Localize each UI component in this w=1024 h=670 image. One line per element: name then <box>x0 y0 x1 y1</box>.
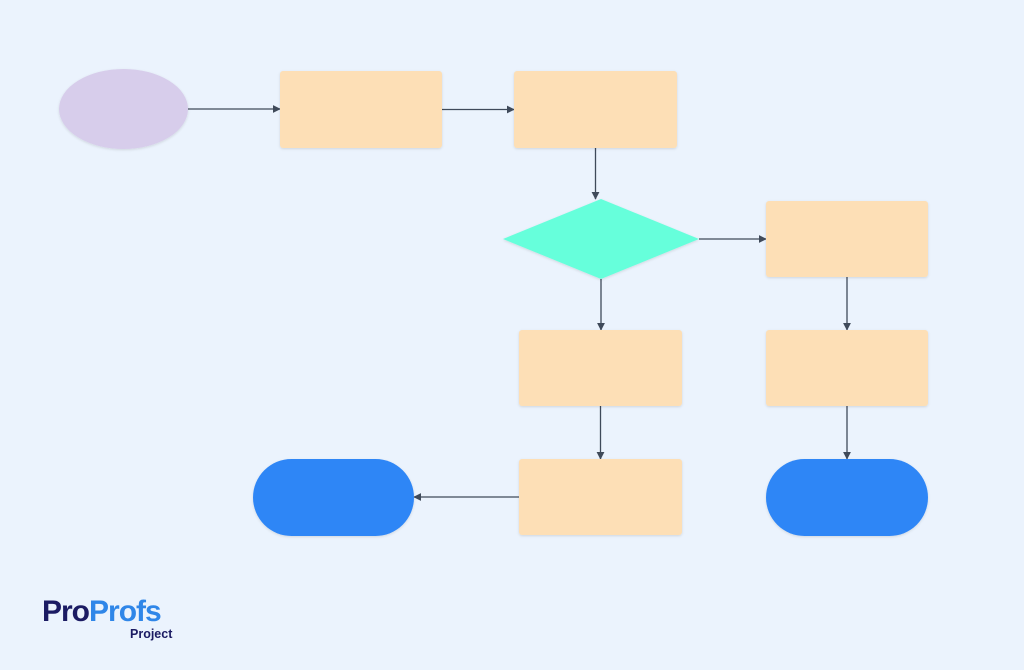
process-box <box>514 71 677 148</box>
start-ellipse <box>59 69 188 149</box>
process-box <box>766 201 928 277</box>
node-end-right <box>766 459 928 536</box>
logo-part-profs: Profs <box>89 595 162 628</box>
process-box <box>519 330 682 406</box>
node-step-right-2 <box>766 330 928 406</box>
logo-subtitle: Project <box>130 627 173 641</box>
node-decision <box>503 199 699 279</box>
node-step-1 <box>280 71 442 148</box>
decision-diamond <box>503 199 699 279</box>
proprofs-project-logo: ProProfs Project <box>42 596 192 646</box>
node-step-2 <box>514 71 677 148</box>
end-terminator <box>253 459 414 536</box>
logo-wordmark: ProProfs <box>42 595 162 628</box>
logo-part-pro: Pro <box>42 595 90 628</box>
connectors <box>188 105 851 501</box>
process-box <box>766 330 928 406</box>
node-step-down-2 <box>519 459 682 535</box>
process-box <box>280 71 442 148</box>
process-box <box>519 459 682 535</box>
end-terminator <box>766 459 928 536</box>
nodes <box>59 69 928 536</box>
node-step-down-1 <box>519 330 682 406</box>
node-start <box>59 69 188 149</box>
node-step-right-1 <box>766 201 928 277</box>
node-end-left <box>253 459 414 536</box>
